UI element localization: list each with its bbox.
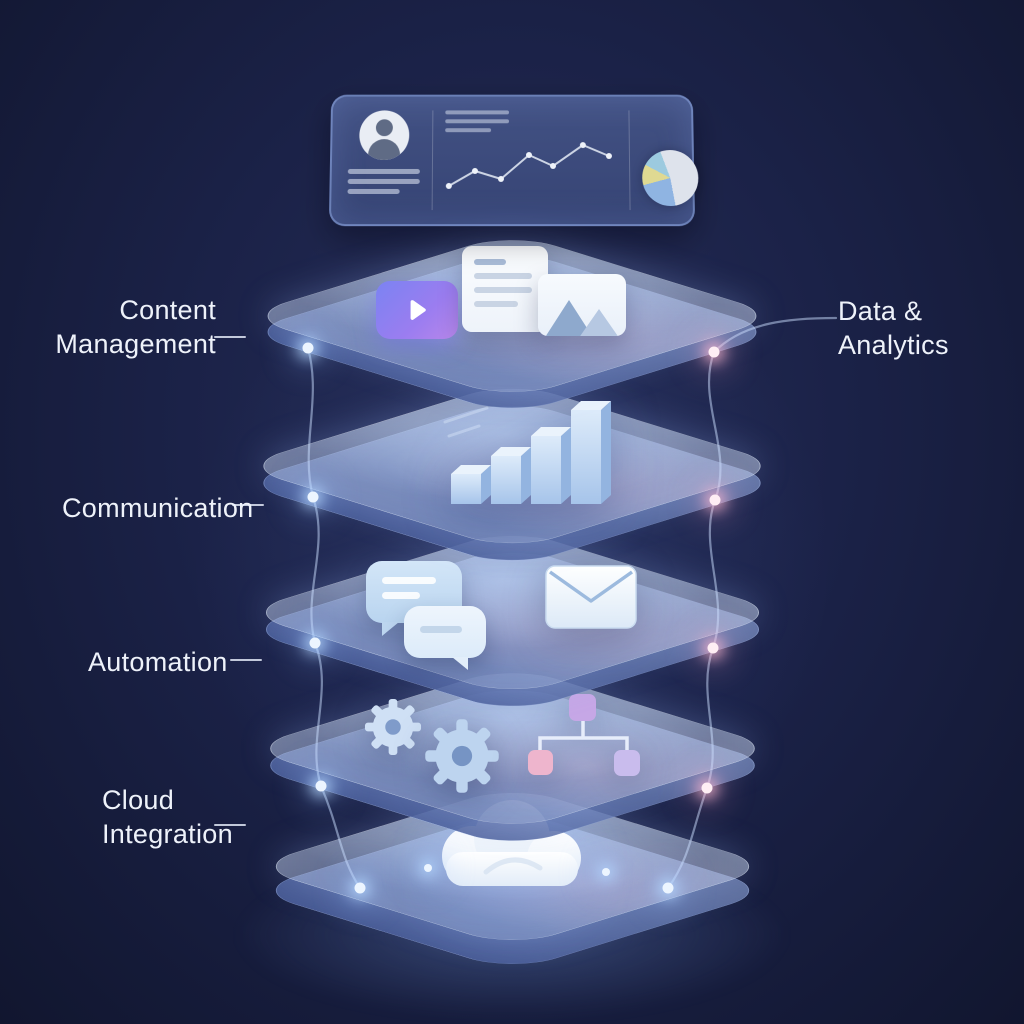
document-line: [474, 301, 518, 307]
email-icon: [545, 565, 637, 634]
label-data-analytics: Data & Analytics: [838, 294, 978, 362]
glow-dot: [708, 643, 719, 654]
label-tick: [214, 824, 246, 826]
glow-dot: [310, 638, 321, 649]
dashboard-screen: [329, 95, 695, 227]
glow-dot: [316, 781, 327, 792]
chat-line: [420, 626, 462, 633]
glow-dot: [702, 783, 713, 794]
text-line: [347, 189, 399, 194]
text-line: [445, 128, 491, 132]
document-line: [474, 273, 532, 279]
text-line: [348, 169, 420, 174]
dashboard-profile-section: [347, 110, 420, 210]
workflow-icon: [526, 692, 648, 793]
line-chart-icon: [445, 138, 618, 196]
image-icon: [538, 274, 626, 336]
glow-dot: [308, 492, 319, 503]
label-tick: [230, 659, 262, 661]
glow-dot: [355, 883, 366, 894]
chat-bubble-small-icon: [404, 606, 486, 658]
bar-chart-icon: [443, 396, 618, 509]
text-lines: [347, 169, 419, 194]
text-lines: [445, 110, 617, 132]
glow-dot: [663, 883, 674, 894]
dashboard-pie-section: [641, 110, 699, 210]
label-tick: [214, 336, 246, 338]
text-line: [348, 179, 420, 184]
label-automation: Automation: [88, 645, 228, 679]
label-tick: [232, 504, 264, 506]
document-line: [474, 259, 506, 265]
chat-line: [382, 577, 436, 584]
text-line: [445, 110, 509, 114]
glow-dot: [710, 495, 721, 506]
glow-dot: [602, 868, 610, 876]
label-communication: Communication: [62, 491, 253, 525]
mountain-shape: [576, 309, 622, 336]
pie-chart-icon: [642, 150, 699, 206]
label-content-management: Content Management: [40, 293, 216, 361]
label-cloud-integration: Cloud Integration: [102, 783, 254, 851]
play-video-icon: [376, 281, 458, 339]
user-avatar-icon: [359, 110, 409, 160]
glow-dot: [709, 347, 720, 358]
chat-line: [382, 592, 420, 599]
document-icon: [462, 246, 548, 332]
text-line: [445, 119, 509, 123]
gear-small-icon: [364, 698, 422, 761]
glow-dot: [424, 864, 432, 872]
dashboard-chart-section: [432, 110, 631, 210]
document-line: [474, 287, 532, 293]
glow-dot: [303, 343, 314, 354]
gear-large-icon: [424, 718, 500, 799]
